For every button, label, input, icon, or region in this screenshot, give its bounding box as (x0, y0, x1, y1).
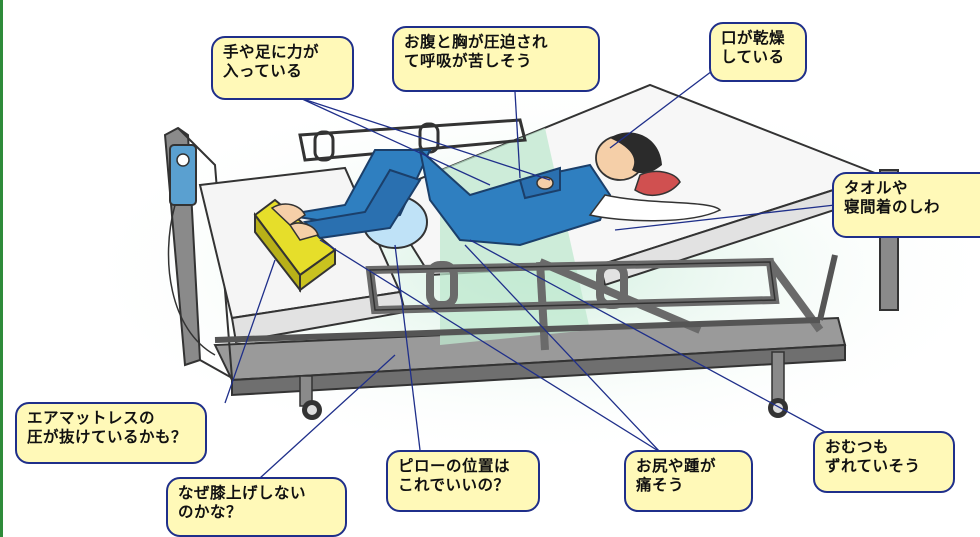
wrinkled-sheet (588, 194, 722, 222)
leader-lines (224, 64, 836, 479)
side-rail-far (298, 118, 527, 162)
callout-towel-wrinkles: タオルや 寝間着のしわ (832, 172, 980, 238)
callout-air-mattress: エアマットレスの 圧が抜けているかも？ (15, 402, 207, 464)
wedge-cushion (253, 198, 337, 293)
callout-dry-mouth: 口が乾燥 している (709, 22, 807, 82)
left-border-line (0, 0, 3, 537)
patient (270, 132, 662, 247)
pump-cable (167, 204, 216, 356)
callout-diaper: おむつも ずれていそう (813, 431, 955, 493)
callout-hands-feet: 手や足に力が 入っている (211, 36, 354, 100)
callout-pillow-position: ピローの位置は これでいいの？ (386, 450, 540, 512)
callout-knee-raise: なぜ膝上げしない のかな？ (166, 477, 347, 537)
towel-under-head (634, 170, 681, 197)
callout-buttocks-heels: お尻や踵が 痛そう (624, 450, 753, 512)
callout-chest-breathing: お腹と胸が圧迫され て呼吸が苦しそう (392, 26, 600, 92)
